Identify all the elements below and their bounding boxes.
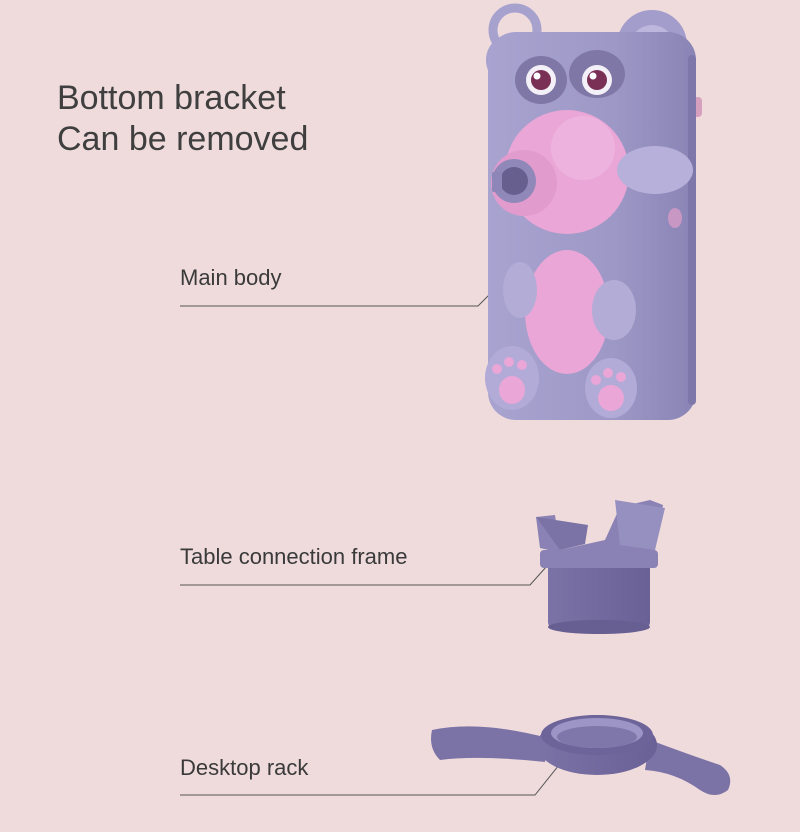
desktop-rack-part — [431, 715, 731, 795]
heading-title: Bottom bracket Can be removed — [57, 78, 308, 160]
label-main-body: Main body — [180, 265, 282, 290]
heading-line-2: Can be removed — [57, 120, 309, 158]
heading-line-1: Bottom bracket — [57, 79, 286, 117]
label-desktop-rack: Desktop rack — [180, 755, 309, 780]
bear-camera-main-body — [485, 3, 702, 420]
table-connection-frame-part — [536, 500, 665, 634]
label-table-connection-frame: Table connection frame — [180, 544, 408, 569]
leader-line-desktop-rack — [180, 759, 564, 796]
